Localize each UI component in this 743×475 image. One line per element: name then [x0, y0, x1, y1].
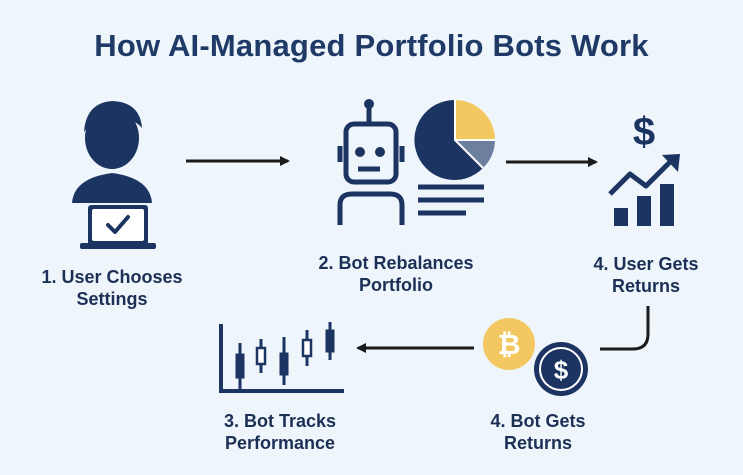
flow-connector	[600, 306, 650, 351]
step-1-label: 1. User Chooses Settings	[41, 267, 183, 309]
bitcoin-dollar-coins-icon: ₿ $	[483, 318, 588, 396]
candlestick-chart-icon	[219, 322, 344, 393]
step-2-label: 2. Bot Rebalances Portfolio	[318, 253, 474, 295]
svg-text:$: $	[633, 110, 655, 154]
user-laptop-icon	[72, 101, 156, 249]
step-bot-returns-label: 4. Bot Gets Returns	[490, 411, 586, 453]
dollar-growth-chart-icon: $	[608, 110, 680, 226]
robot-pie-chart-icon	[337, 99, 495, 225]
svg-text:$: $	[554, 355, 569, 385]
step-user-returns-label: 4. User Gets Returns	[593, 254, 699, 296]
page-title: How AI-Managed Portfolio Bots Work	[94, 28, 649, 63]
svg-text:₿: ₿	[498, 329, 521, 360]
step-3-label: 3. Bot Tracks Performance	[223, 411, 337, 453]
